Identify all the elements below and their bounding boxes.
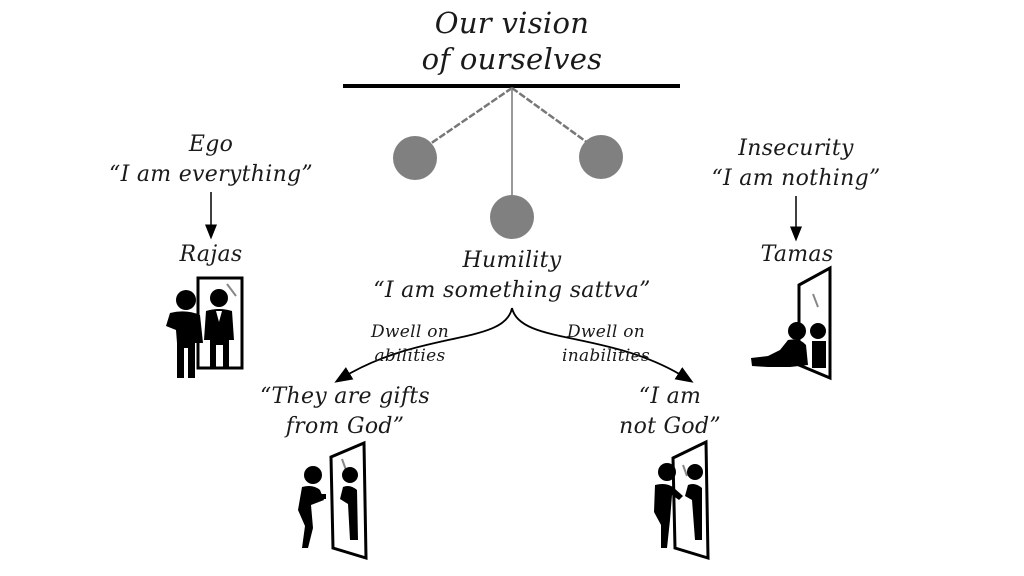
rajas-label: Rajas bbox=[179, 242, 243, 267]
tamas-label: Tamas bbox=[760, 242, 834, 267]
humility-block: Humility “I am something sattva” bbox=[362, 246, 662, 306]
branch-label-line: abilities bbox=[374, 346, 446, 366]
man-slumped-mirror-icon bbox=[751, 265, 832, 381]
man-admiring-mirror-icon bbox=[166, 276, 244, 378]
humility-label: Humility bbox=[462, 248, 562, 273]
outcome-line: “I am bbox=[638, 384, 702, 409]
outcome-line: not God” bbox=[619, 414, 721, 439]
branch-label-line: Dwell on bbox=[566, 322, 646, 342]
outcome-gifts: “They are gifts from God” bbox=[240, 382, 450, 442]
branch-inabilities-arrow bbox=[511, 307, 694, 383]
insecurity-label: Insecurity bbox=[738, 136, 854, 161]
ego-label: Ego bbox=[188, 132, 234, 157]
outcome-line: “They are gifts bbox=[259, 384, 431, 409]
branch-label-inabilities: Dwell on inabilities bbox=[541, 320, 671, 368]
branch-abilities-arrow bbox=[334, 307, 513, 383]
branch-label-line: Dwell on bbox=[370, 322, 450, 342]
ego-quote: “I am everything” bbox=[109, 162, 313, 187]
pendulum-string-left bbox=[429, 86, 513, 146]
pendulum-ball-right bbox=[579, 135, 623, 179]
insecurity-block: Insecurity “I am nothing” bbox=[690, 134, 902, 194]
man-smiling-mirror-icon bbox=[298, 440, 368, 561]
ego-block: Ego “I am everything” bbox=[100, 130, 322, 190]
pendulum-string-right bbox=[511, 86, 589, 145]
outcome-not-god: “I am not God” bbox=[600, 382, 740, 442]
pendulum-ball-center bbox=[490, 195, 534, 239]
title-line-1: Our vision bbox=[434, 6, 590, 40]
title-line-2: of ourselves bbox=[421, 42, 603, 76]
humility-quote: “I am something sattva” bbox=[373, 278, 651, 303]
diagram-title: Our vision of ourselves bbox=[362, 5, 662, 77]
insecurity-quote: “I am nothing” bbox=[711, 166, 881, 191]
outcome-line: from God” bbox=[285, 414, 405, 439]
branch-label-line: inabilities bbox=[561, 346, 651, 366]
branch-label-abilities: Dwell on abilities bbox=[345, 320, 475, 368]
pendulum-ball-left bbox=[393, 136, 437, 180]
man-touching-mirror-icon bbox=[654, 439, 710, 561]
